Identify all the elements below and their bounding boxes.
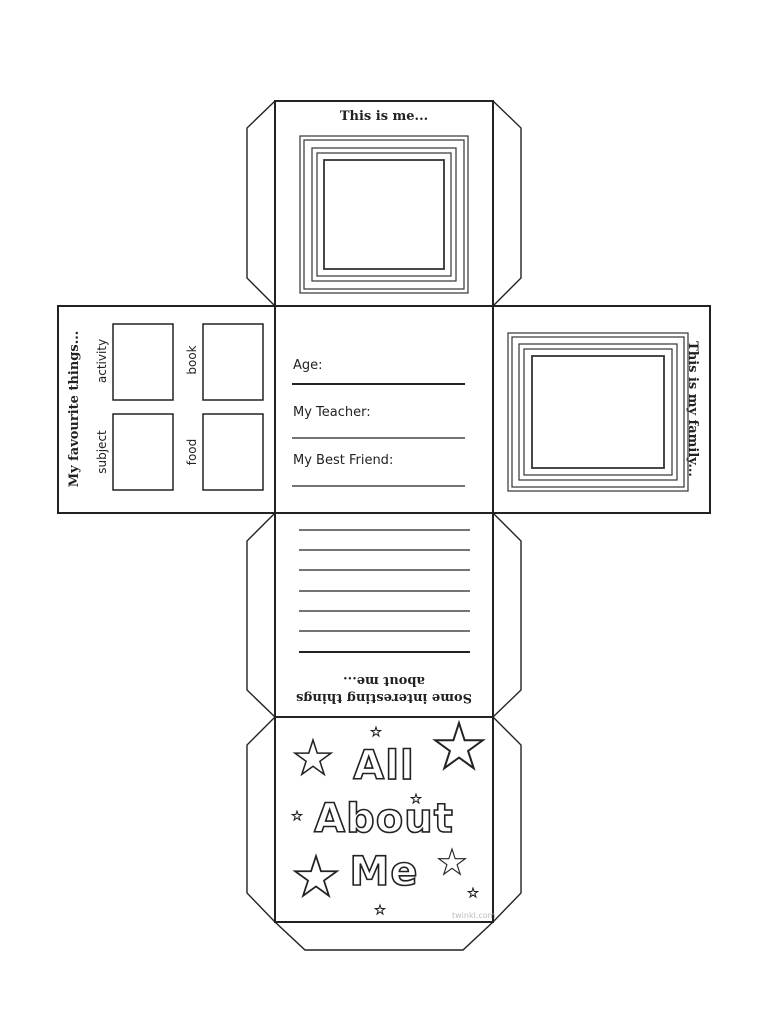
tab-mid-right (492, 512, 522, 718)
teacher-label: My Teacher: (293, 405, 371, 420)
box-subject (112, 413, 174, 491)
tab-top-right (492, 100, 522, 307)
category-book: book (185, 345, 199, 375)
cover-word-about: About (313, 795, 454, 843)
category-subject: subject (95, 430, 109, 474)
face-top (274, 100, 494, 307)
tab-mid-left (246, 512, 276, 718)
box-activity (112, 323, 174, 401)
age-label: Age: (293, 358, 323, 373)
right-photo-frame-outer (507, 332, 689, 492)
box-food (202, 413, 264, 491)
top-photo-frame-inner (323, 159, 445, 270)
face-left (57, 305, 276, 514)
star-icon (371, 727, 381, 736)
box-book (202, 323, 264, 401)
tab-bottom (274, 921, 494, 951)
interesting-things-line1: Some interesting things (296, 690, 472, 705)
top-photo-frame-outer (299, 135, 469, 294)
face-cover (274, 716, 494, 923)
family-title: This is my family... (685, 341, 700, 477)
top-face-title: This is me... (339, 109, 429, 124)
favourite-things-title: My favourite things... (67, 330, 82, 488)
tab-bottom-right (492, 716, 522, 923)
cover-word-all: All (352, 742, 415, 790)
star-icon (375, 905, 385, 914)
interesting-things-line2: about me... (343, 673, 425, 688)
credit-text: twinkl.com (452, 911, 496, 920)
tab-top-left (246, 100, 276, 307)
tab-bottom-left (246, 716, 276, 923)
category-food: food (185, 438, 199, 466)
best-friend-label: My Best Friend: (293, 453, 394, 468)
right-photo-frame-inner (531, 355, 665, 469)
category-activity: activity (95, 338, 109, 384)
face-right (492, 305, 711, 514)
cover-word-me: Me (349, 848, 419, 896)
interesting-things-title: Some interesting things about me... (275, 670, 493, 706)
